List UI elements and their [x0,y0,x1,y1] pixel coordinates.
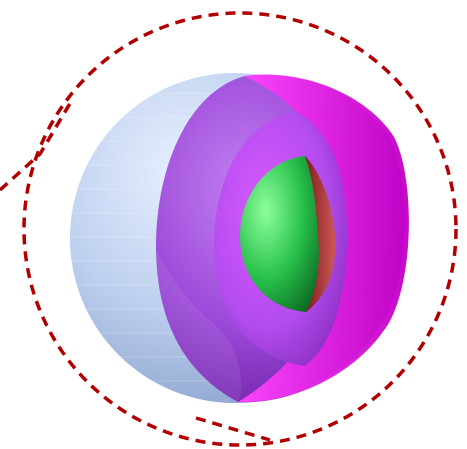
leader-line-top-left [0,100,72,190]
leader-line-bottom [196,418,270,440]
